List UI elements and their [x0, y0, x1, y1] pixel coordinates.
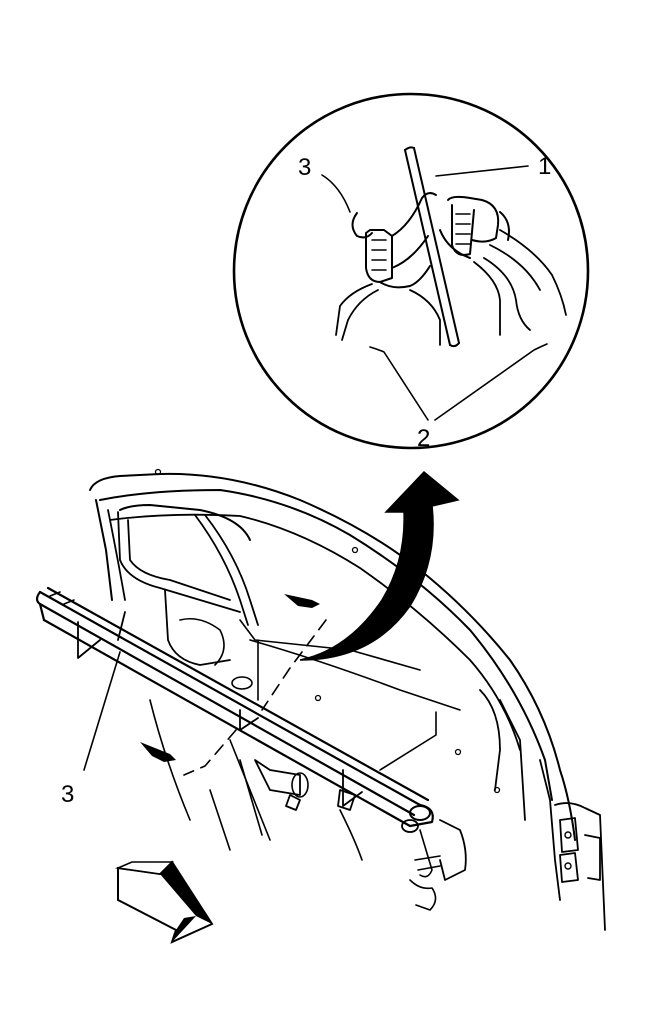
detail-circle [232, 92, 590, 450]
main-callout-3-group: 3 [61, 651, 121, 808]
door-assembly [89, 468, 606, 931]
callout-3-detail: 3 [298, 154, 311, 181]
detail-leaders [321, 165, 548, 421]
small-arrow-upper-icon [284, 594, 320, 608]
detail-door-panels [335, 229, 567, 346]
detail-channel-clip [439, 195, 510, 259]
detail-seal-clip [351, 192, 437, 289]
small-arrow-lower-icon [140, 742, 176, 762]
callout-1: 1 [538, 153, 551, 180]
sealing-strip [35, 586, 437, 833]
install-direction [140, 594, 327, 776]
view-direction-arrow-icon [115, 860, 214, 944]
window-glass [404, 146, 460, 348]
callout-2: 2 [417, 425, 430, 452]
curved-arrow-icon [299, 470, 460, 661]
detail-view: 1 3 2 [232, 92, 590, 452]
callout-3-main: 3 [61, 781, 74, 808]
